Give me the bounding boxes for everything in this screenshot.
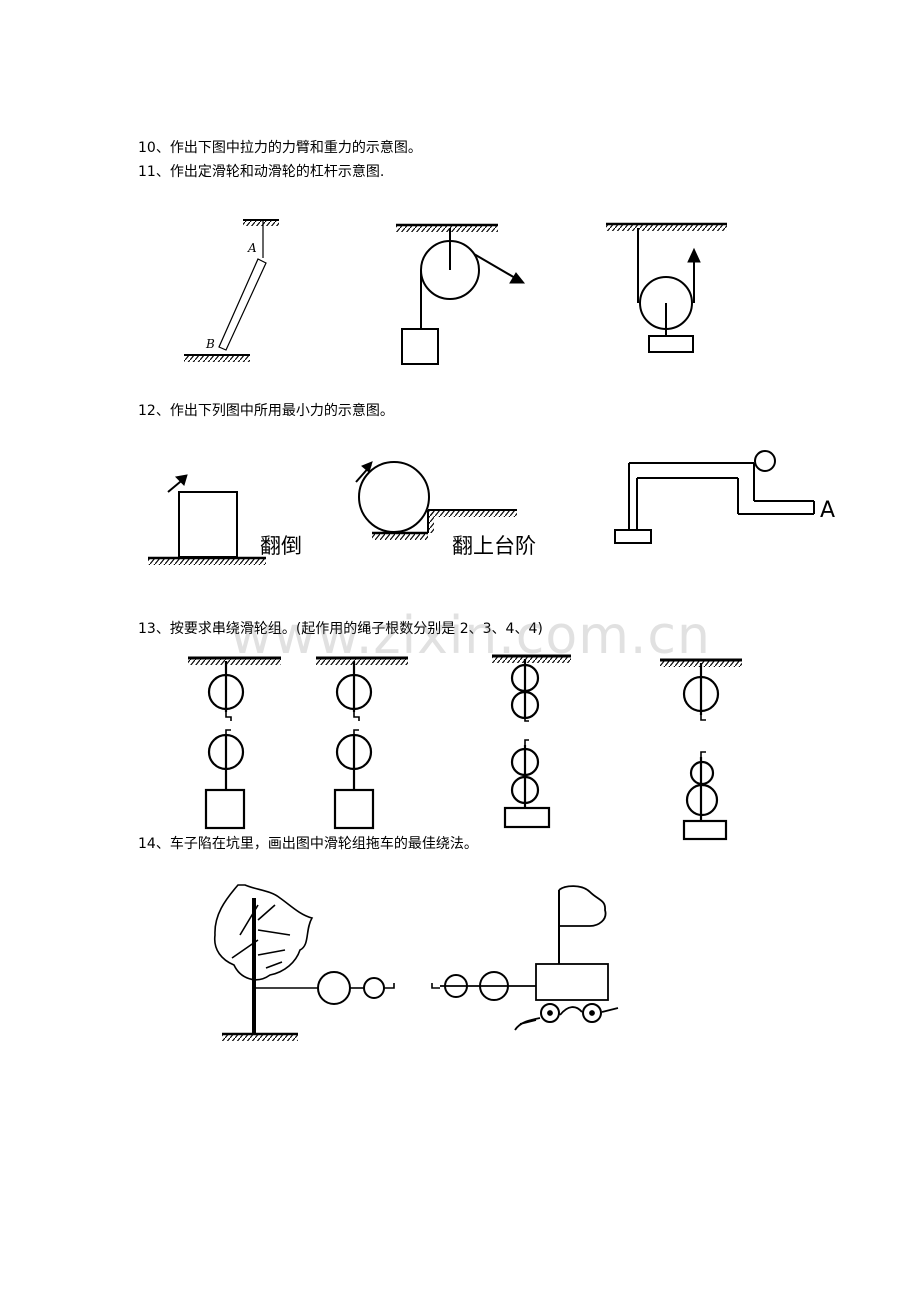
question-10: 10、作出下图中拉力的力臂和重力的示意图。 bbox=[138, 140, 422, 156]
movable-pulley-figure bbox=[606, 222, 727, 353]
tip-over-label: 翻倒 bbox=[260, 534, 302, 558]
tree-figure bbox=[213, 884, 395, 1041]
climb-step-label: 翻上台阶 bbox=[452, 534, 536, 558]
point-b-label: B bbox=[205, 337, 215, 351]
pulley-block-4 bbox=[660, 658, 742, 841]
pulley-block-3 bbox=[492, 654, 571, 829]
car-figure bbox=[431, 885, 619, 1031]
point-a-label: A bbox=[247, 241, 257, 255]
question-12: 12、作出下列图中所用最小力的示意图。 bbox=[138, 403, 394, 419]
question-11: 11、作出定滑轮和动滑轮的杠杆示意图. bbox=[138, 164, 385, 180]
fixed-pulley-figure bbox=[396, 223, 526, 365]
leaning-rod-figure bbox=[184, 219, 279, 362]
wheel-step-figure bbox=[355, 461, 517, 540]
question-13: 13、按要求串绕滑轮组。(起作用的绳子根数分别是 2、3、4、4) bbox=[138, 621, 543, 637]
watermark: www.zixin.com.cn bbox=[230, 606, 711, 666]
pulley-block-2 bbox=[316, 656, 408, 830]
tip-over-box-figure bbox=[148, 474, 266, 565]
bent-beam-figure bbox=[614, 450, 815, 544]
beam-point-a-label: A bbox=[820, 498, 835, 523]
pulley-block-1 bbox=[188, 656, 281, 830]
question-14: 14、车子陷在坑里，画出图中滑轮组拖车的最佳绕法。 bbox=[138, 836, 478, 852]
